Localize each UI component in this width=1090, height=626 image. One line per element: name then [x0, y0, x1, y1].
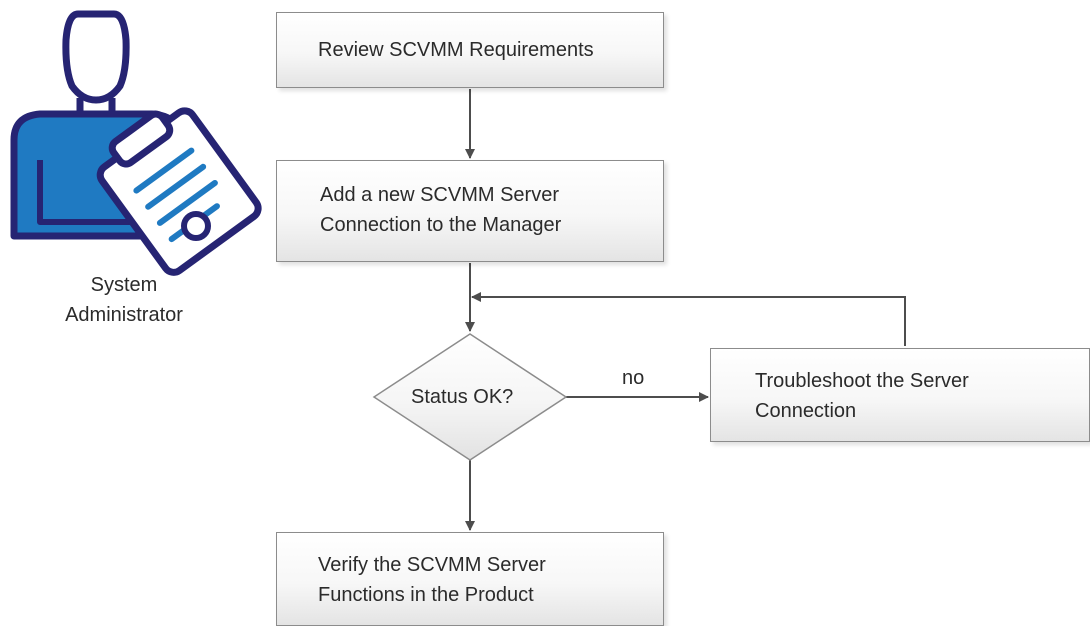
hand-icon [181, 211, 211, 241]
decision-label: Status OK? [411, 386, 514, 408]
no-branch-label: no [622, 367, 645, 389]
step-verify-line1: Verify the SCVMM Server [318, 554, 546, 576]
role-caption: System Administrator [24, 270, 224, 330]
step-troubleshoot-line1: Troubleshoot the Server [755, 370, 969, 392]
step-add-line2: Connection to the Manager [320, 214, 562, 236]
step-review-requirements-text: Review SCVMM Requirements [318, 39, 594, 61]
clipboard-icon [96, 107, 262, 276]
step-review-requirements [276, 12, 664, 88]
step-add-server-connection [276, 160, 664, 262]
step-add-line1: Add a new SCVMM Server [320, 184, 559, 206]
step-verify-server-functions [276, 532, 664, 626]
arrow-troubleshoot-loop-back [471, 292, 906, 346]
role-caption-line1: System [90, 274, 158, 296]
step-verify-line2: Functions in the Product [318, 584, 534, 606]
decision-diamond [372, 333, 568, 461]
step-troubleshoot-line2: Connection [755, 400, 857, 422]
step-troubleshoot-connection [710, 348, 1090, 442]
role-caption-line2: Administrator [65, 304, 183, 326]
